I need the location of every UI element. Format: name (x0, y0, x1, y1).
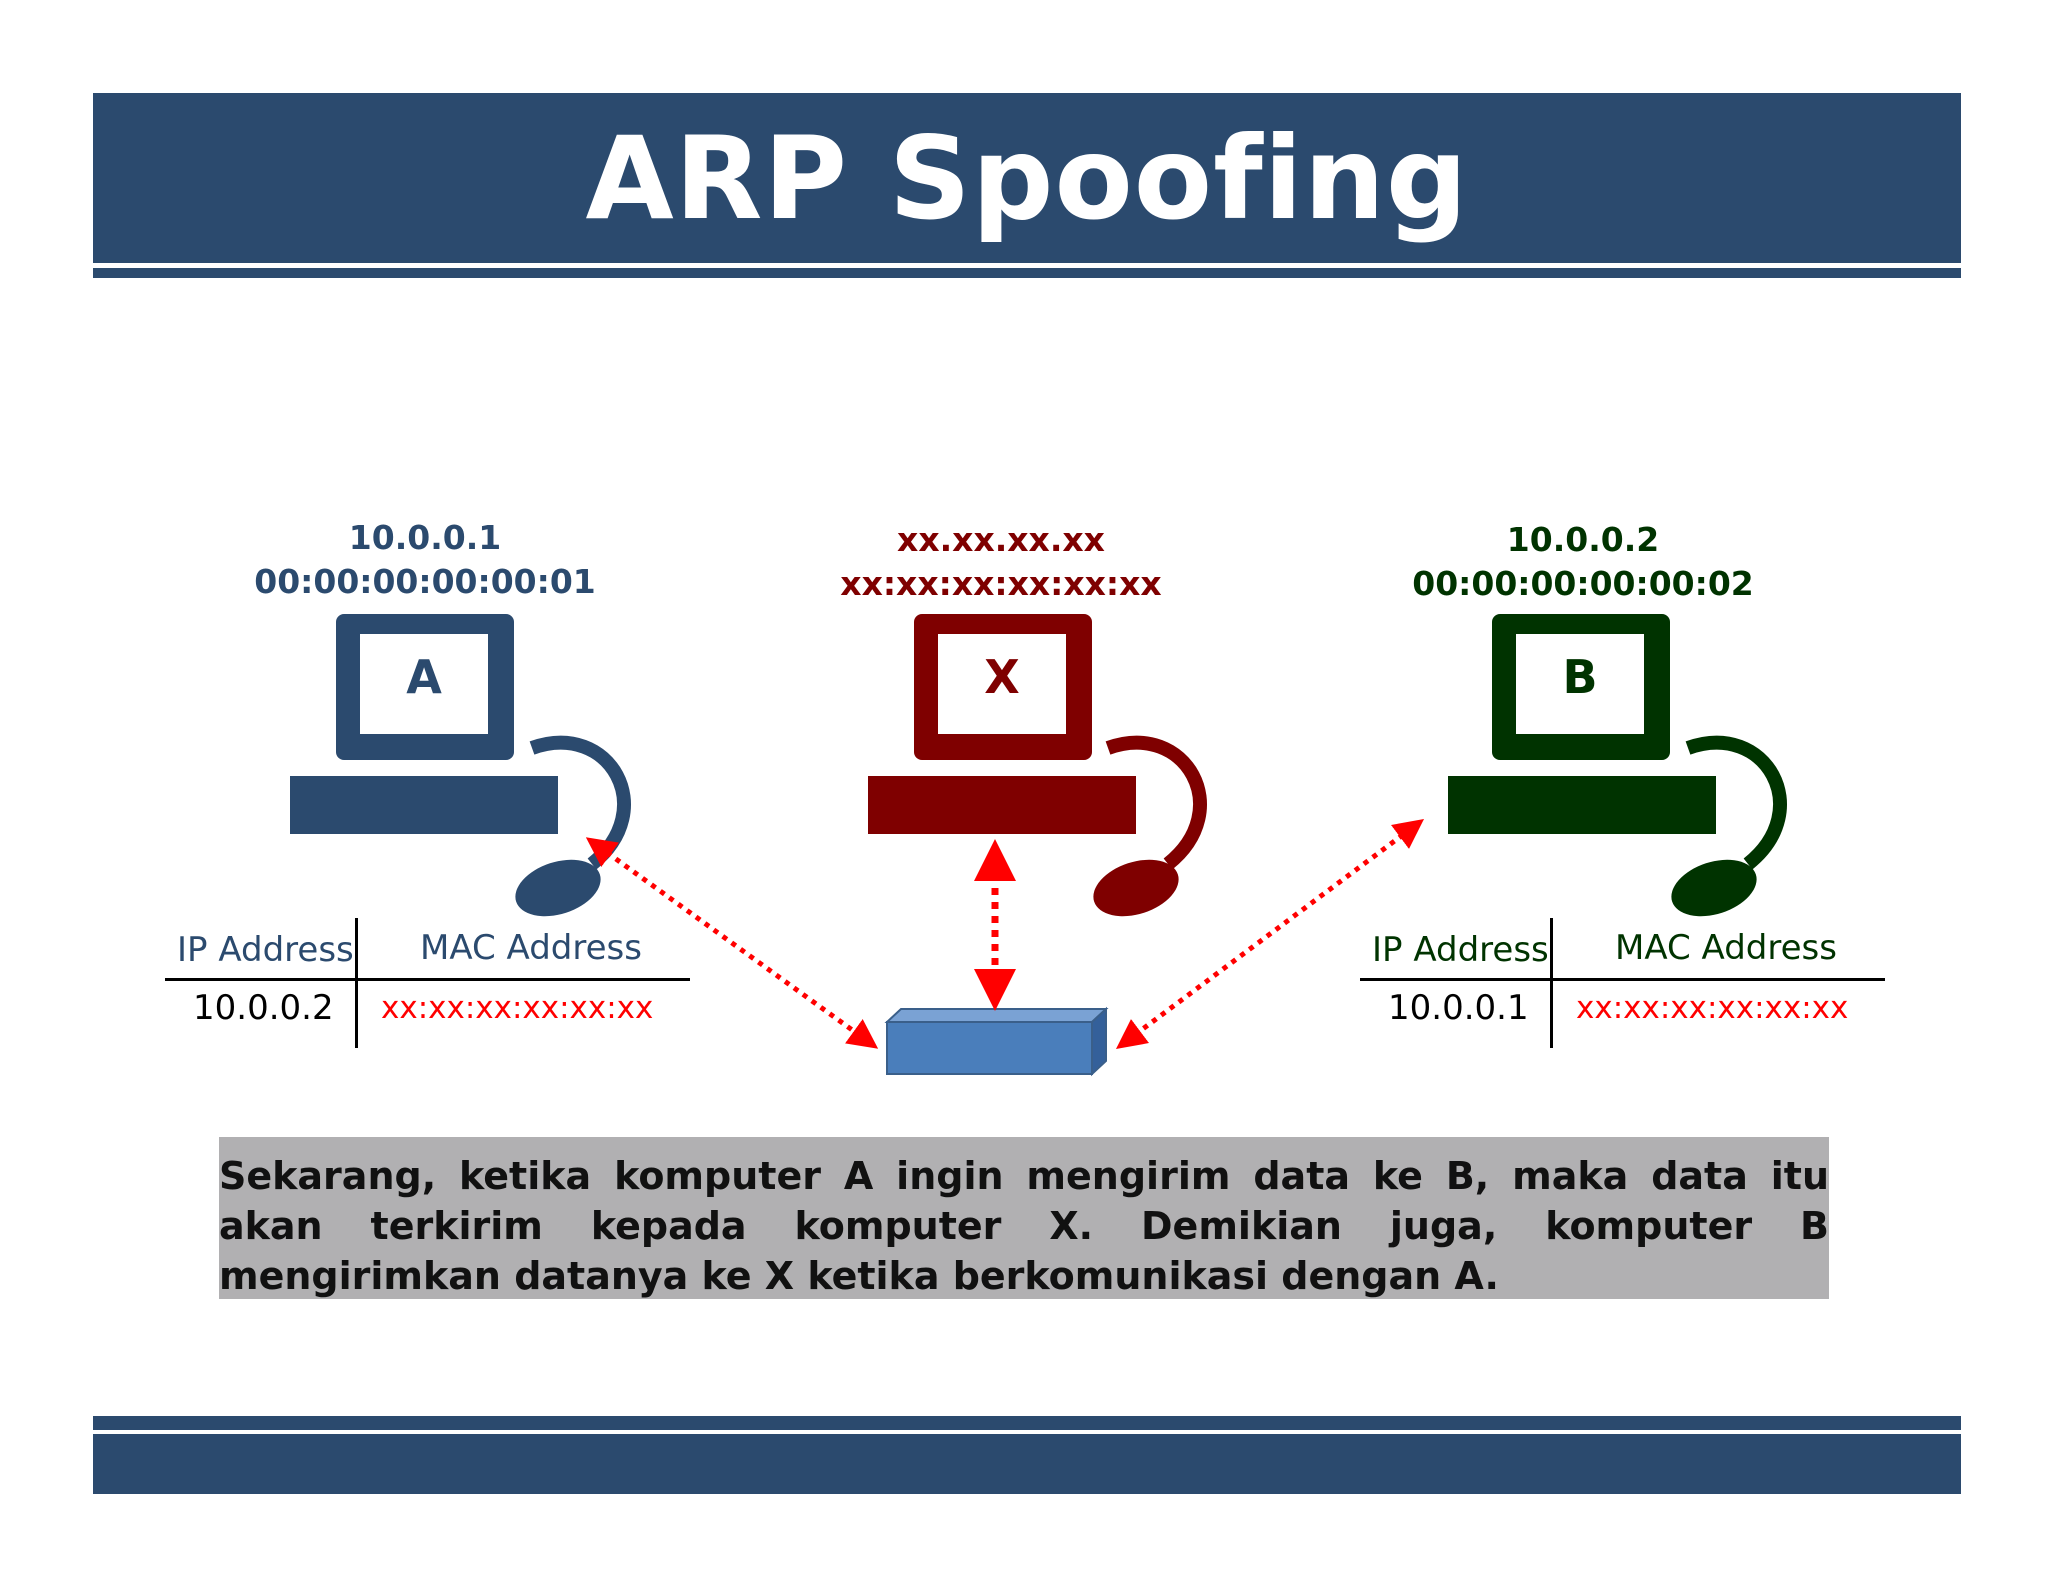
title-underline (93, 268, 1961, 278)
link-a-switch (585, 837, 879, 1049)
caption-text: Sekarang, ketika komputer A ingin mengir… (219, 1154, 1829, 1298)
table-divider-vertical (1550, 918, 1553, 1048)
arp-table-b: IP Address MAC Address 10.0.0.1 xx:xx:xx… (1360, 918, 1885, 1048)
computer-a-mac: 00:00:00:00:00:01 (254, 562, 596, 601)
computer-b-address: 10.0.0.2 00:00:00:00:00:02 (1333, 518, 1833, 606)
mac-address-value: xx:xx:xx:xx:xx:xx (1576, 990, 1849, 1026)
slide-title: ARP Spoofing (585, 111, 1469, 245)
computer-a-ip: 10.0.0.1 (348, 518, 502, 557)
table-divider-horizontal (1360, 978, 1885, 981)
computer-b-icon (1448, 614, 1787, 917)
network-switch-icon (884, 1006, 1109, 1077)
computer-b-ip: 10.0.0.2 (1506, 520, 1660, 559)
mac-address-header: MAC Address (1615, 928, 1837, 968)
computer-a-letter: A (406, 650, 442, 704)
ip-address-value: 10.0.0.1 (1388, 988, 1529, 1028)
computer-a-icon (290, 614, 631, 917)
footer-band (93, 1434, 1961, 1494)
footer-line (93, 1416, 1961, 1430)
computer-a-address: 10.0.0.1 00:00:00:00:00:01 (175, 516, 675, 604)
ip-address-header: IP Address (1372, 930, 1549, 970)
ip-address-value: 10.0.0.2 (193, 988, 334, 1028)
mac-address-value: xx:xx:xx:xx:xx:xx (381, 990, 654, 1026)
link-b-switch (1115, 819, 1425, 1049)
computer-x-mac: xx:xx:xx:xx:xx:xx (840, 564, 1162, 603)
computer-x-address: xx.xx.xx.xx xx:xx:xx:xx:xx:xx (751, 518, 1251, 606)
title-band (93, 93, 1961, 263)
computer-x-letter: X (984, 650, 1020, 704)
computer-b-letter: B (1562, 650, 1598, 704)
ip-address-header: IP Address (177, 930, 354, 970)
computer-x-ip: xx.xx.xx.xx (897, 520, 1105, 559)
arp-table-a: IP Address MAC Address 10.0.0.2 xx:xx:xx… (165, 918, 690, 1048)
mac-address-header: MAC Address (420, 928, 642, 968)
table-divider-horizontal (165, 978, 690, 981)
caption-box: Sekarang, ketika komputer A ingin mengir… (219, 1137, 1829, 1299)
computer-b-mac: 00:00:00:00:00:02 (1412, 564, 1754, 603)
table-divider-vertical (355, 918, 358, 1048)
